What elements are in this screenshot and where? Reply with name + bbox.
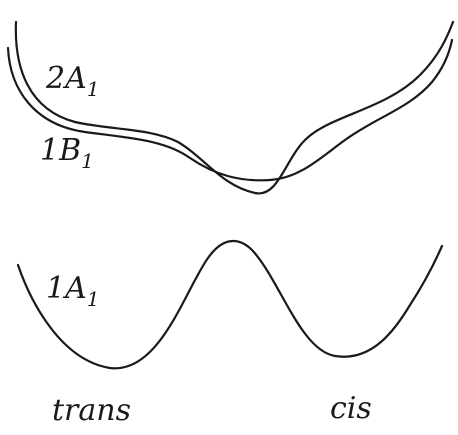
label-2a1: 2A1 <box>45 61 100 101</box>
label-cis: cis <box>330 391 372 426</box>
label-1a1-subscript: 1 <box>87 287 100 311</box>
curve-1a1 <box>16 240 444 370</box>
label-1b1-main: 1B <box>40 133 81 168</box>
label-trans: trans <box>52 393 131 428</box>
label-1a1: 1A1 <box>46 271 100 311</box>
label-1b1-subscript: 1 <box>81 149 94 173</box>
curve-1b1 <box>6 38 454 182</box>
label-2a1-main: 2A <box>45 61 87 96</box>
curve-2a1 <box>14 20 455 195</box>
label-1a1-main: 1A <box>46 271 87 306</box>
label-1b1: 1B1 <box>40 133 94 173</box>
label-2a1-subscript: 1 <box>87 77 100 101</box>
